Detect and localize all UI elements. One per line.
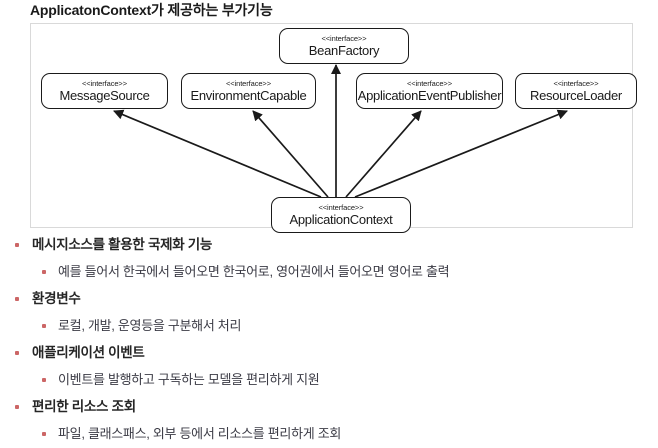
uml-edge-applicationcontext-to-environmentcapable xyxy=(252,110,329,198)
bullet-marker-icon xyxy=(15,351,19,355)
bullet-subitem: 이벤트를 발행하고 구독하는 모델을 편리하게 지원 xyxy=(0,366,658,394)
uml-class-name: ApplicationEventPublisher xyxy=(357,88,502,103)
bullet-heading-text: 메시지소스를 활용한 국제화 기능 xyxy=(32,237,213,252)
uml-stereotype-label: <<interface>> xyxy=(553,79,599,88)
bullet-subitem-text: 파일, 클래스패스, 외부 등에서 리소스를 편리하게 조회 xyxy=(58,426,342,441)
uml-box-environmentcapable[interactable]: <<interface>>EnvironmentCapable xyxy=(181,73,316,109)
bullet-marker-icon xyxy=(15,243,19,247)
sub-bullet-marker-icon xyxy=(42,324,46,328)
page-title: ApplicatonContext가 제공하는 부가기능 xyxy=(30,2,273,18)
uml-diagram-edges xyxy=(113,63,568,198)
uml-edge-applicationcontext-to-applicationeventpublisher xyxy=(345,110,422,198)
uml-class-name: ResourceLoader xyxy=(530,88,622,103)
uml-stereotype-label: <<interface>> xyxy=(82,79,127,88)
uml-class-name: ApplicationContext xyxy=(289,212,393,227)
uml-stereotype-label: <<interface>> xyxy=(321,34,367,43)
uml-box-applicationeventpublisher[interactable]: <<interface>>ApplicationEventPublisher xyxy=(356,73,503,109)
uml-box-resourceloader[interactable]: <<interface>>ResourceLoader xyxy=(515,73,637,109)
bullet-subitem: 로컬, 개발, 운영등을 구분해서 처리 xyxy=(0,312,658,340)
bullet-subitem-text: 이벤트를 발행하고 구독하는 모델을 편리하게 지원 xyxy=(58,372,320,387)
bullet-heading-text: 환경변수 xyxy=(32,291,81,306)
sub-bullet-marker-icon xyxy=(42,432,46,436)
uml-edge-applicationcontext-to-resourceloader xyxy=(354,109,568,198)
uml-class-name: MessageSource xyxy=(59,88,150,103)
uml-box-applicationcontext[interactable]: <<interface>>ApplicationContext xyxy=(271,197,411,233)
uml-stereotype-label: <<interface>> xyxy=(318,203,364,212)
sub-bullet-marker-icon xyxy=(42,378,46,382)
bullet-heading-text: 애플리케이션 이벤트 xyxy=(32,345,145,360)
uml-box-beanfactory[interactable]: <<interface>>BeanFactory xyxy=(279,28,409,64)
bullet-heading-text: 편리한 리소스 조회 xyxy=(32,399,136,414)
sub-bullet-marker-icon xyxy=(42,270,46,274)
uml-class-name: EnvironmentCapable xyxy=(190,88,307,103)
bullet-heading: 편리한 리소스 조회 xyxy=(0,394,658,420)
uml-stereotype-label: <<interface>> xyxy=(407,79,452,88)
bullet-heading: 메시지소스를 활용한 국제화 기능 xyxy=(0,232,658,258)
uml-class-name: BeanFactory xyxy=(308,43,380,58)
uml-stereotype-label: <<interface>> xyxy=(226,79,271,88)
uml-box-messagesource[interactable]: <<interface>>MessageSource xyxy=(41,73,168,109)
bullet-subitem-text: 로컬, 개발, 운영등을 구분해서 처리 xyxy=(58,318,242,333)
bullet-heading: 환경변수 xyxy=(0,286,658,312)
uml-edge-applicationcontext-to-messagesource xyxy=(113,109,322,198)
uml-diagram-container: <<interface>>BeanFactory<<interface>>Mes… xyxy=(30,23,637,233)
bullet-subitem: 파일, 클래스패스, 외부 등에서 리소스를 편리하게 조회 xyxy=(0,420,658,448)
bullet-marker-icon xyxy=(15,405,19,409)
bullet-subitem: 예를 들어서 한국에서 들어오면 한국어로, 영어권에서 들어오면 영어로 출력 xyxy=(0,258,658,286)
bullet-marker-icon xyxy=(15,297,19,301)
bullet-subitem-text: 예를 들어서 한국에서 들어오면 한국어로, 영어권에서 들어오면 영어로 출력 xyxy=(58,264,450,279)
bullet-heading: 애플리케이션 이벤트 xyxy=(0,340,658,366)
